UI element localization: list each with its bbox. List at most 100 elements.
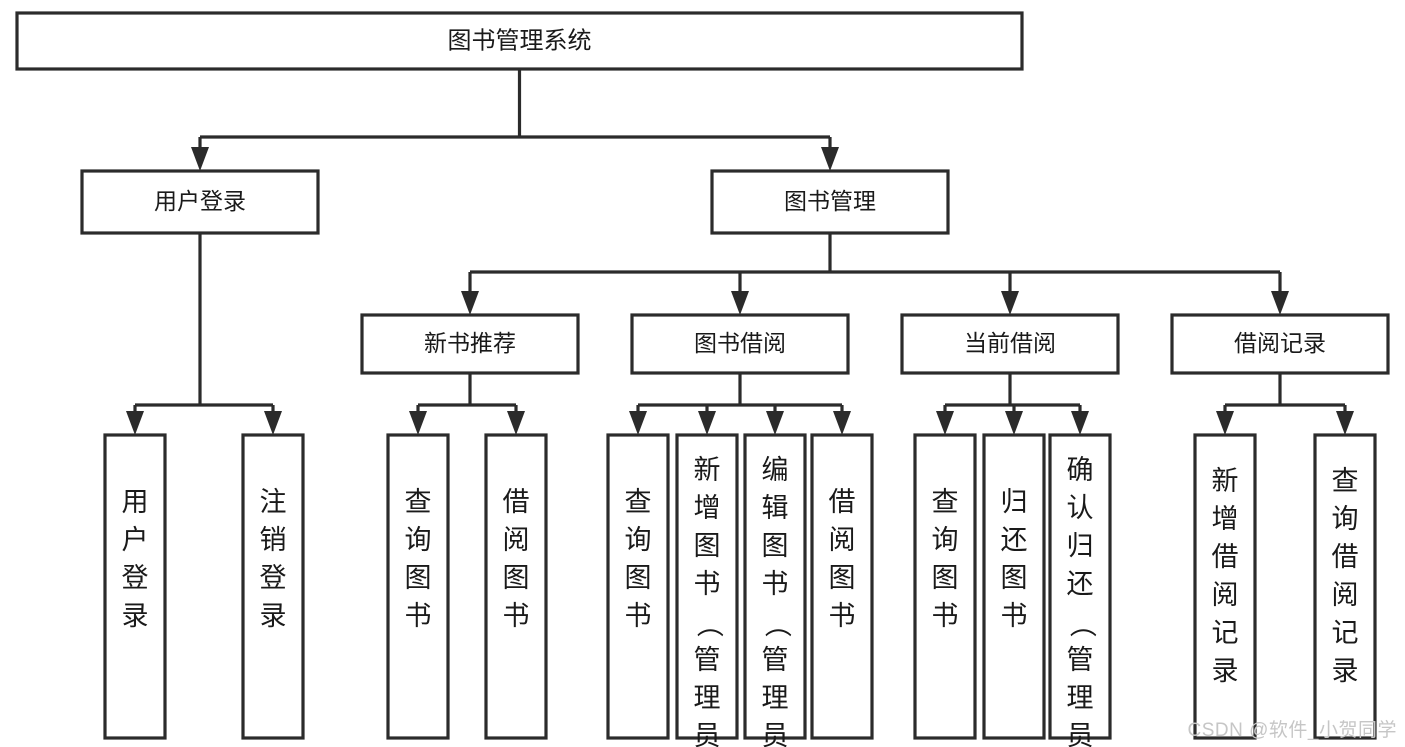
leaf-edit-book-admin-char: 图 [762,531,789,561]
arrowhead-icon [821,147,839,171]
leaf-query-borrow-record-rect[interactable] [1313,433,1377,740]
leaf-user-login-rect[interactable] [103,433,167,740]
leaf-confirm-return-admin-char: 认 [1067,493,1094,523]
node-current-borrow[interactable]: 当前借阅 [900,313,1120,375]
leaf-borrow-book-rec-rect[interactable] [484,433,548,740]
leaf-edit-book-admin-char: （ [762,611,792,638]
node-borrow-record-label: 借阅记录 [1234,330,1326,356]
arrowhead-icon [936,411,954,435]
leaf-edit-book-admin-rect[interactable] [743,433,807,740]
leaf-borrow-book-char: 图 [829,563,856,593]
leaf-add-book-admin-rect[interactable] [675,433,739,740]
leaf-logout-login-rect[interactable] [241,433,305,740]
leaf-logout-login-char: 注 [260,487,287,517]
leaf-return-book-char: 还 [1001,525,1028,555]
leaf-query-borrow-record-char: 询 [1332,504,1359,534]
arrowhead-icon [731,291,749,315]
leaf-query-book-borrow-char: 图 [625,563,652,593]
leaf-query-book-current-char: 询 [932,525,959,555]
node-book-management-label: 图书管理 [784,188,876,214]
arrowhead-icon [629,411,647,435]
leaf-query-borrow-record-char: 借 [1332,542,1359,572]
leaf-user-login-char: 录 [122,601,149,631]
leaf-confirm-return-admin-char: 归 [1067,531,1094,561]
leaf-add-borrow-record-rect[interactable] [1193,433,1257,740]
node-borrow-record[interactable]: 借阅记录 [1170,313,1390,375]
leaf-edit-book-admin-char: 书 [762,569,789,599]
arrowhead-icon [1001,291,1019,315]
leaf-add-borrow-record-char: 借 [1212,542,1239,572]
node-root[interactable]: 图书管理系统 [15,11,1024,71]
connectors-layer [126,69,1354,435]
leaf-edit-book-admin-char: 辑 [762,493,789,523]
node-user-login-rect[interactable] [80,169,320,235]
arrowhead-icon [461,291,479,315]
arrowhead-icon [191,147,209,171]
node-book-management[interactable]: 图书管理 [710,169,950,235]
leaf-query-borrow-record-char: 记 [1332,618,1359,648]
arrowhead-icon [766,411,784,435]
node-current-borrow-rect[interactable] [900,313,1120,375]
arrowhead-icon [409,411,427,435]
leaf-return-book-char: 归 [1001,487,1028,517]
node-root-label: 图书管理系统 [448,27,592,54]
leaf-query-borrow-record-char: 查 [1332,466,1359,496]
arrowhead-icon [1271,291,1289,315]
leaf-edit-book-admin-char: 编 [762,455,789,485]
leaf-query-book-current-rect[interactable] [913,433,977,740]
leaf-query-book-rec-rect[interactable] [386,433,450,740]
node-book-management-rect[interactable] [710,169,950,235]
leaf-confirm-return-admin-char: （ [1067,611,1097,638]
leaf-add-borrow-record-char: 录 [1212,656,1239,686]
leaf-add-book-admin-char: 书 [694,569,721,599]
leaf-borrow-book-rect[interactable] [810,433,874,740]
leaf-query-book-rec-char: 书 [405,601,432,631]
leaf-return-book-rect[interactable] [982,433,1046,740]
node-book-borrow-label: 图书借阅 [694,330,786,356]
node-new-book-recommend-rect[interactable] [360,313,580,375]
leaf-borrow-book-rec-char: 阅 [503,525,530,555]
node-new-book-recommend-label: 新书推荐 [424,330,516,356]
leaf-borrow-book-rec-char: 图 [503,563,530,593]
leaf-borrow-book-rec-char: 借 [503,487,530,517]
leaf-add-borrow-record-char: 记 [1212,618,1239,648]
leaf-edit-book-admin-char: 员 [762,721,789,747]
arrowhead-icon [833,411,851,435]
leaf-borrow-book-char: 阅 [829,525,856,555]
leaf-user-login-char: 用 [122,487,149,517]
leaf-borrow-book-char: 借 [829,487,856,517]
node-borrow-record-rect[interactable] [1170,313,1390,375]
leaf-query-book-borrow-rect[interactable] [606,433,670,740]
leaf-return-book-char: 书 [1001,601,1028,631]
node-root-rect[interactable] [15,11,1024,71]
node-new-book-recommend[interactable]: 新书推荐 [360,313,580,375]
node-book-borrow-rect[interactable] [630,313,850,375]
node-book-borrow[interactable]: 图书借阅 [630,313,850,375]
arrowhead-icon [507,411,525,435]
node-user-login[interactable]: 用户登录 [80,169,320,235]
leaf-add-book-admin-char: 新 [694,455,721,485]
leaf-confirm-return-admin-char: 管 [1067,645,1094,675]
leaf-logout-login-char: 销 [260,525,287,555]
leaf-confirm-return-admin-rect[interactable] [1048,433,1112,740]
leaf-query-book-borrow-char: 询 [625,525,652,555]
leaf-add-borrow-record-char: 阅 [1212,580,1239,610]
leaf-borrow-book-char: 书 [829,601,856,631]
leaf-query-book-rec-char: 询 [405,525,432,555]
leaf-query-book-current-char: 书 [932,601,959,631]
leaf-user-login[interactable]: 用户登录 [103,433,167,740]
